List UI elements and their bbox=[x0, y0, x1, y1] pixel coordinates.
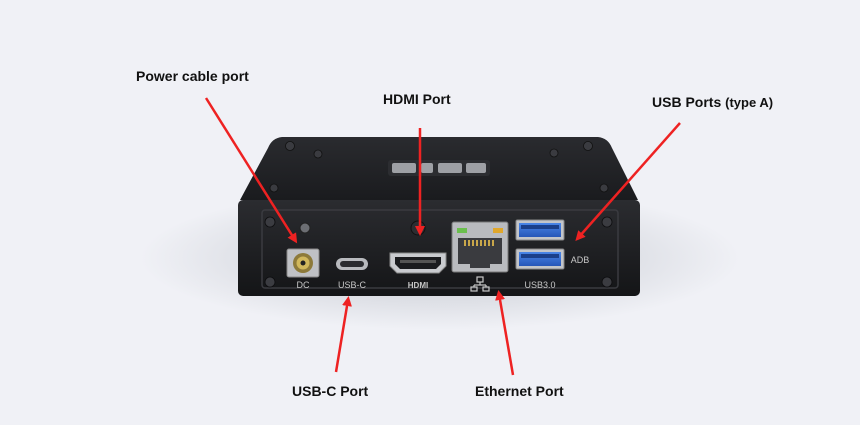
hdmi-locator bbox=[410, 220, 426, 236]
device-logo bbox=[388, 160, 490, 176]
usbc-label: USB-C bbox=[338, 280, 367, 290]
hdmi-port bbox=[389, 252, 447, 274]
callout-usb-ports-type: (type A) bbox=[725, 95, 774, 110]
hdmi-label: HDMI bbox=[408, 281, 428, 290]
usb-port-bottom bbox=[515, 248, 565, 270]
callout-power-cable-port: Power cable port bbox=[136, 68, 249, 84]
callout-usbc-port: USB-C Port bbox=[292, 383, 369, 399]
callout-ethernet-port: Ethernet Port bbox=[475, 383, 564, 399]
arrow-ethernet bbox=[495, 290, 515, 376]
ethernet-port bbox=[451, 221, 509, 273]
usb-port-top bbox=[515, 219, 565, 241]
usbc-port bbox=[336, 258, 368, 270]
callout-usb-ports-label: USB Ports bbox=[652, 94, 722, 110]
dc-port bbox=[286, 248, 320, 278]
front-screws bbox=[264, 216, 613, 288]
arrow-usb bbox=[575, 122, 681, 241]
arrow-power bbox=[204, 97, 298, 244]
network-icon bbox=[470, 276, 490, 292]
adb-label: ADB bbox=[571, 255, 590, 265]
callout-usb-ports: USB Ports (type A) bbox=[652, 94, 773, 110]
top-screws bbox=[269, 141, 609, 193]
status-led bbox=[299, 222, 311, 234]
arrow-usbc bbox=[334, 296, 352, 373]
callout-hdmi-port: HDMI Port bbox=[383, 91, 451, 107]
usb30-label: USB3.0 bbox=[524, 280, 555, 290]
dc-label: DC bbox=[297, 280, 310, 290]
callout-arrows bbox=[204, 97, 681, 376]
front-panel-bezel bbox=[261, 209, 619, 289]
